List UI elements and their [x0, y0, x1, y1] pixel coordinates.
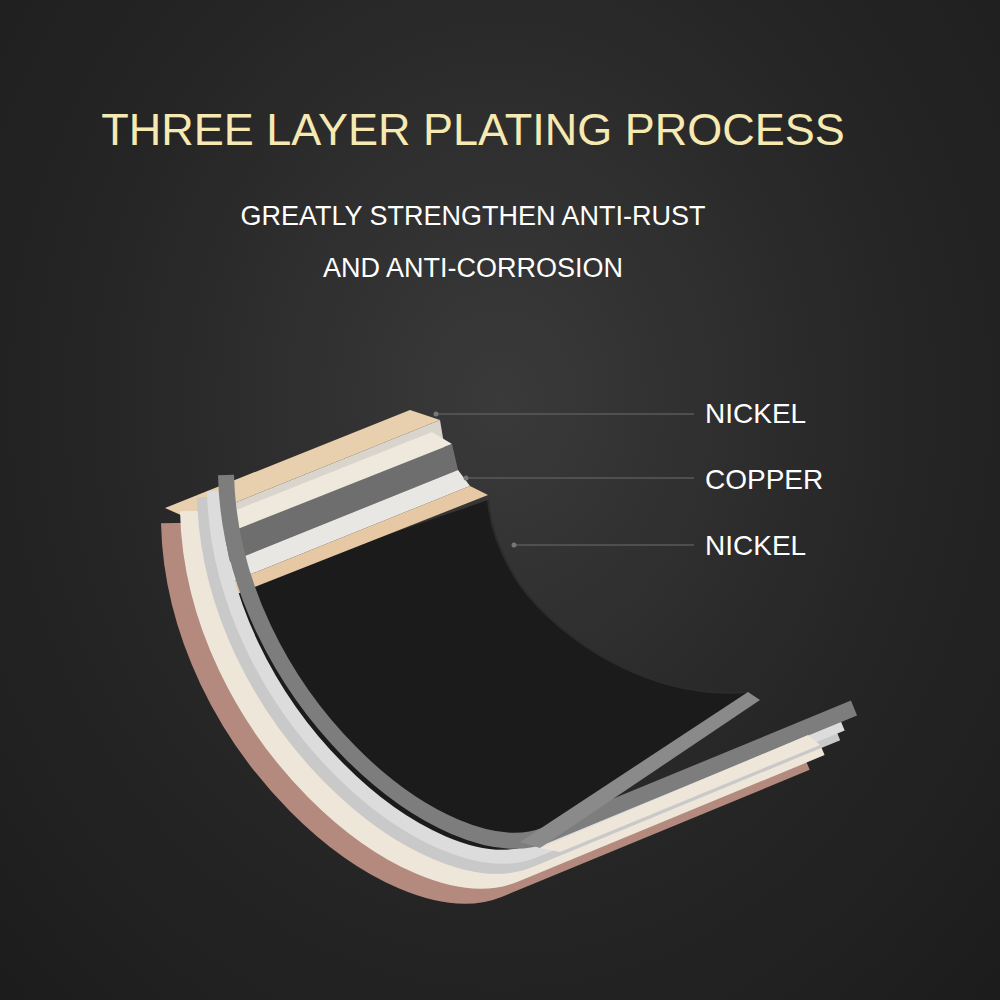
leader-line [466, 477, 694, 479]
layer-label: NICKEL [705, 528, 905, 564]
leader-dots [434, 412, 517, 548]
layer-label: NICKEL [705, 396, 905, 432]
inner-nickel-band [226, 475, 854, 841]
inner-nickel-end-light [215, 470, 470, 585]
inner-nickel-end [224, 486, 488, 596]
right-step [520, 692, 760, 848]
leader-line [436, 413, 694, 415]
inner-edge [488, 500, 748, 693]
leader-lines [436, 414, 694, 545]
subtitle: GREATLY STRENGTHEN ANTI-RUST AND ANTI-CO… [213, 190, 733, 294]
leader-line [514, 544, 694, 546]
layer-label: COPPER [705, 462, 905, 498]
title: THREE LAYER PLATING PROCESS [20, 102, 926, 158]
right-step-light [540, 735, 820, 852]
